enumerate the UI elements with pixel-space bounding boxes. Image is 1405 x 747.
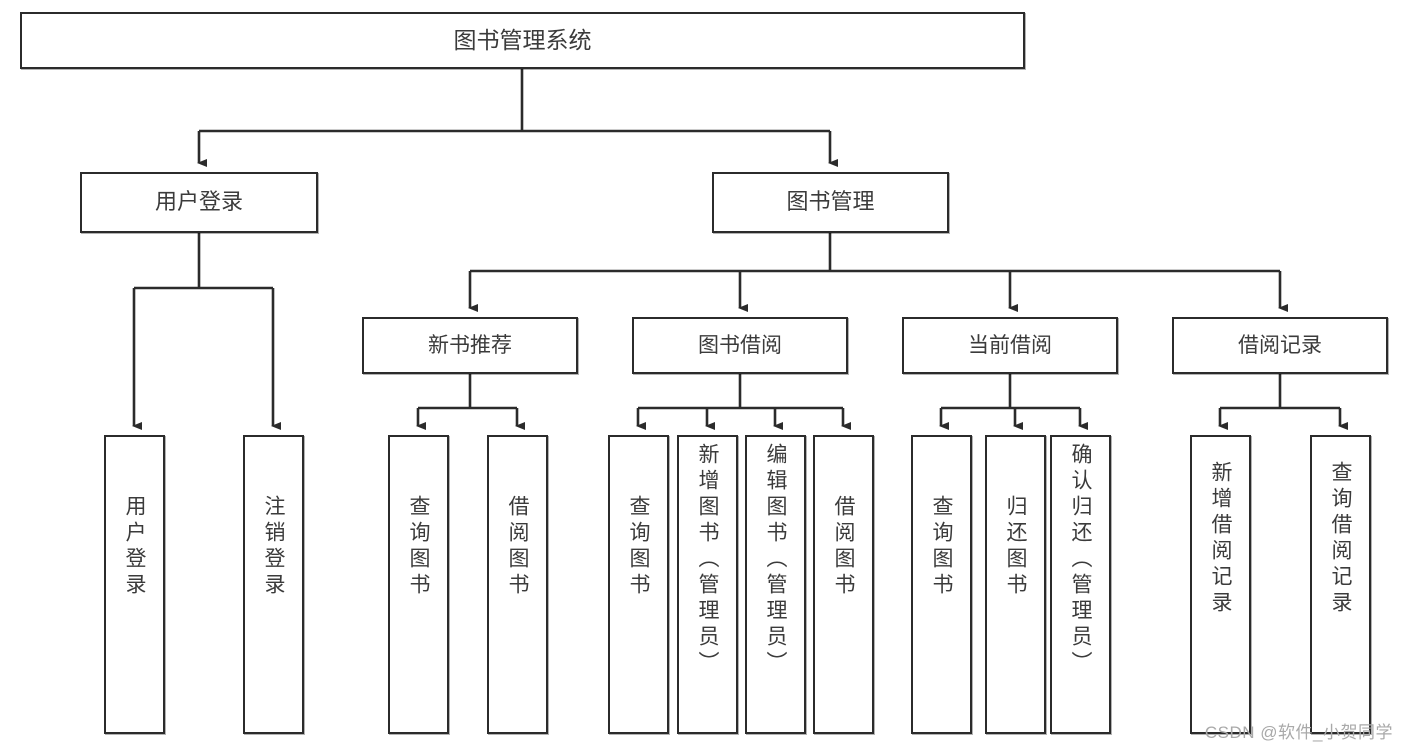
node-book-borrow-label: 图书借阅 [698,333,782,357]
leaf-add-borrow-record[interactable]: 新增借阅记录 [1190,435,1251,734]
node-user-login-label: 用户登录 [154,189,243,215]
node-borrow-record-label: 借阅记录 [1238,333,1322,357]
leaf-edit-book-admin[interactable]: 编辑图书（管理员） [745,435,806,734]
node-new-book-recommend-label: 新书推荐 [428,333,512,357]
node-current-borrow[interactable]: 当前借阅 [902,317,1118,374]
node-new-book-recommend[interactable]: 新书推荐 [362,317,578,374]
leaf-query-book-borrow-label: 查询图书 [627,495,650,599]
leaf-logout[interactable]: 注销登录 [243,435,304,734]
leaf-return-book-label: 归还图书 [1004,495,1027,599]
leaf-borrow-book[interactable]: 借阅图书 [813,435,874,734]
node-user-login[interactable]: 用户登录 [80,172,318,233]
leaf-return-book[interactable]: 归还图书 [985,435,1046,734]
leaf-query-borrow-record-label: 查询借阅记录 [1329,461,1352,617]
leaf-query-book-current[interactable]: 查询图书 [911,435,972,734]
leaf-confirm-return-admin[interactable]: 确认归还（管理员） [1050,435,1111,734]
leaf-query-book-current-label: 查询图书 [930,495,953,599]
leaf-confirm-return-admin-label: 确认归还（管理员） [1069,443,1092,677]
leaf-logout-label: 注销登录 [262,495,285,599]
leaf-add-book-admin-label: 新增图书（管理员） [696,443,719,677]
node-borrow-record[interactable]: 借阅记录 [1172,317,1388,374]
leaf-query-book-newbook[interactable]: 查询图书 [388,435,449,734]
leaf-borrow-book-newbook-label: 借阅图书 [506,495,529,599]
leaf-user-login[interactable]: 用户登录 [104,435,165,734]
watermark: CSDN @软件_小贺同学 [1204,723,1393,742]
leaf-query-book-newbook-label: 查询图书 [407,495,430,599]
node-book-borrow[interactable]: 图书借阅 [632,317,848,374]
node-root[interactable]: 图书管理系统 [20,12,1025,69]
leaf-borrow-book-newbook[interactable]: 借阅图书 [487,435,548,734]
leaf-edit-book-admin-label: 编辑图书（管理员） [764,443,787,677]
leaf-user-login-label: 用户登录 [123,495,146,599]
node-root-label: 图书管理系统 [453,26,592,53]
leaf-borrow-book-label: 借阅图书 [832,495,855,599]
node-book-management-label: 图书管理 [786,189,875,215]
leaf-query-borrow-record[interactable]: 查询借阅记录 [1310,435,1371,734]
leaf-add-book-admin[interactable]: 新增图书（管理员） [677,435,738,734]
leaf-query-book-borrow[interactable]: 查询图书 [608,435,669,734]
node-book-management[interactable]: 图书管理 [712,172,949,233]
node-current-borrow-label: 当前借阅 [968,333,1052,357]
leaf-add-borrow-record-label: 新增借阅记录 [1209,461,1232,617]
